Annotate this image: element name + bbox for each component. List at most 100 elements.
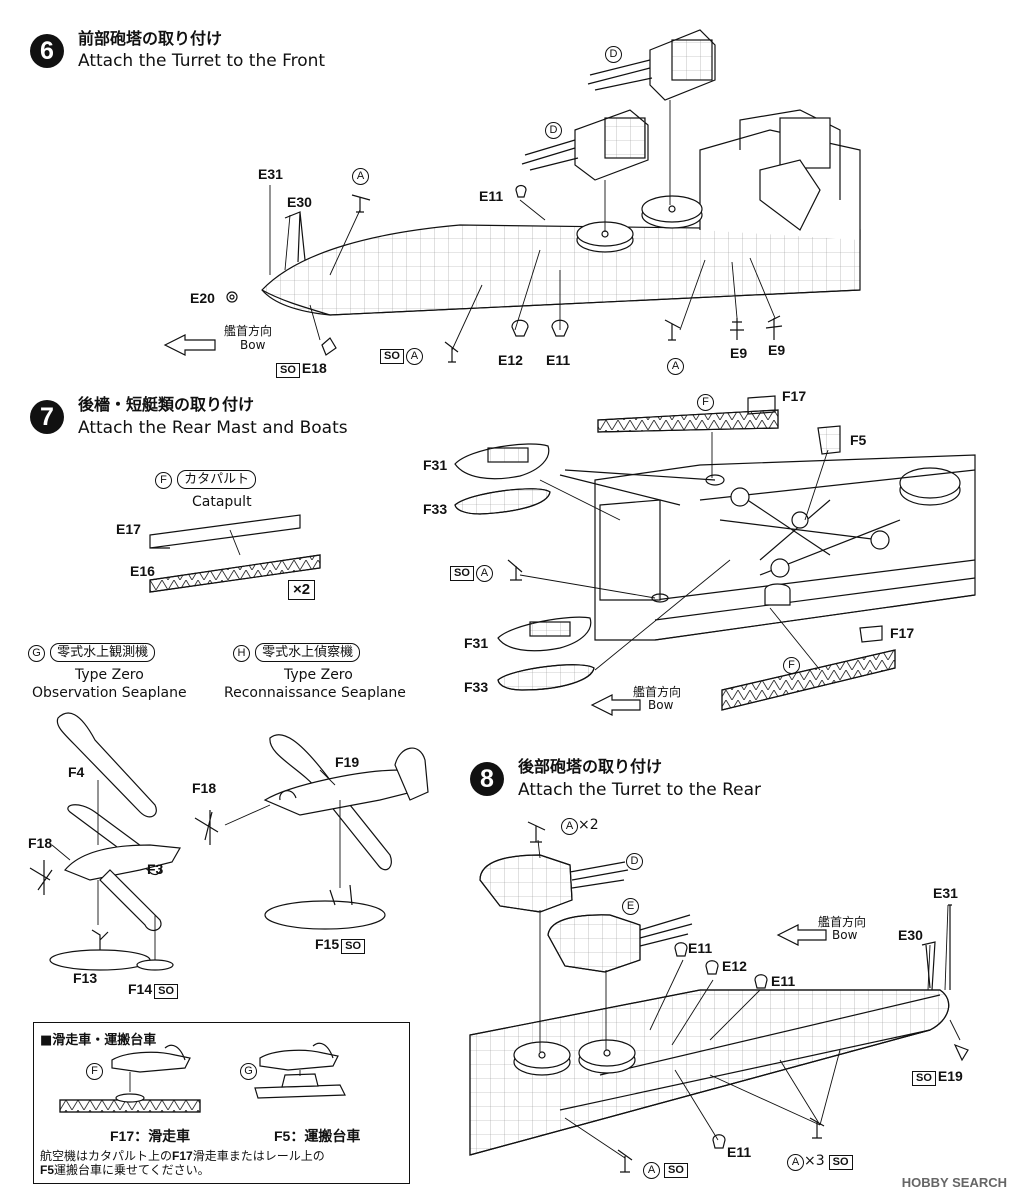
part-label-e11-top: E11 bbox=[479, 188, 504, 204]
step7-catapult-upper bbox=[597, 409, 779, 433]
part-label-f3: F3 bbox=[147, 861, 164, 877]
part-ref-a-e20: A bbox=[352, 166, 369, 185]
part-label-f33-bottom: F33 bbox=[464, 679, 489, 695]
catapult-en: Catapult bbox=[192, 494, 252, 510]
part-label-e11-step8-a: E11 bbox=[688, 940, 713, 956]
part-label-f13: F13 bbox=[73, 970, 98, 986]
note-ref-g: G bbox=[240, 1061, 257, 1080]
quantity-x2: ×2 bbox=[288, 580, 316, 600]
step6-turret-lower bbox=[521, 109, 649, 181]
part-label-e11-step8-c: E11 bbox=[727, 1144, 752, 1160]
part-label-f18-h: F18 bbox=[192, 780, 217, 796]
part-label-e12-step8: E12 bbox=[722, 958, 747, 974]
step8-title-en: Attach the Turret to the Rear bbox=[518, 780, 762, 800]
step6-bow-en: Bow bbox=[240, 338, 266, 352]
step6-barbettes bbox=[576, 195, 703, 253]
step7-leader-lines bbox=[229, 432, 829, 671]
step7-small-parts bbox=[507, 395, 883, 643]
part-ref-d-lower: D bbox=[545, 120, 562, 139]
part-label-e31-step8: E31 bbox=[933, 885, 958, 901]
step7-catapult-parts bbox=[149, 514, 321, 593]
part-label-e9-b: E9 bbox=[768, 342, 786, 358]
part-label-e17: E17 bbox=[116, 521, 141, 537]
step8-stern-hull bbox=[469, 989, 950, 1156]
part-label-f17-bottom: F17 bbox=[890, 625, 915, 641]
part-ref-e-step8: E bbox=[622, 896, 639, 915]
part-label-f33-top: F33 bbox=[423, 501, 448, 517]
step6-turret-upper bbox=[587, 29, 716, 101]
part-label-e12: E12 bbox=[498, 352, 523, 368]
part-label-e30-step8: E30 bbox=[898, 927, 923, 943]
step8-turret-d bbox=[479, 854, 629, 913]
step6-bow-hull bbox=[261, 109, 861, 316]
note-ref-f: F bbox=[86, 1061, 103, 1080]
step8-leader-lines bbox=[537, 839, 961, 1159]
step8-turret-e bbox=[547, 914, 693, 973]
part-label-f31-top: F31 bbox=[423, 457, 448, 473]
step7-catapult-lower bbox=[721, 649, 896, 711]
step-number-8: 8 bbox=[470, 762, 504, 796]
part-label-e11: E11 bbox=[546, 352, 571, 368]
part-label-f5: F5 bbox=[850, 432, 867, 448]
part-label-f31-bottom: F31 bbox=[464, 635, 489, 651]
step7-title-en: Attach the Rear Mast and Boats bbox=[78, 418, 348, 438]
step8-bow-jp: 艦首方向 bbox=[818, 915, 867, 929]
seaplane-g-en1: Type Zero bbox=[75, 667, 144, 683]
step7-ship-midsection bbox=[559, 454, 976, 641]
so-mark: SO bbox=[276, 363, 300, 378]
part-label-e31: E31 bbox=[258, 166, 283, 182]
step-number-6: 6 bbox=[30, 34, 64, 68]
note-f5-caption: F5：運搬台車 bbox=[274, 1128, 361, 1145]
part-label-e16: E16 bbox=[130, 563, 155, 579]
step8-bow-en: Bow bbox=[832, 928, 858, 942]
part-label-f18-g: F18 bbox=[28, 835, 53, 851]
seaplane-h-en2: Reconnaissance Seaplane bbox=[224, 685, 406, 701]
part-label-e30: E30 bbox=[287, 194, 312, 210]
note-f17-caption: F17：滑走車 bbox=[110, 1128, 191, 1145]
step8-barbettes bbox=[513, 1039, 636, 1076]
part-ref-a-x2: A×2 bbox=[561, 816, 599, 835]
watermark: HOBBY SEARCH bbox=[901, 1175, 1007, 1190]
step8-title-jp: 後部砲塔の取り付け bbox=[518, 757, 663, 776]
seaplane-h-en1: Type Zero bbox=[284, 667, 353, 683]
part-label-e9-a: E9 bbox=[730, 345, 748, 361]
catapult-callout: F カタパルト bbox=[155, 470, 257, 489]
step7-boats bbox=[454, 443, 595, 691]
step7-title-jp: 後檣・短艇類の取り付け bbox=[78, 395, 255, 414]
step6-bow-jp: 艦首方向 bbox=[224, 324, 273, 338]
step7-bow-arrow bbox=[590, 694, 641, 716]
note-box: ■滑走車・運搬台車 F G F17：滑走車 F5：運搬台車 航空機はカタパルト上… bbox=[33, 1022, 410, 1184]
part-ref-d-step8: D bbox=[626, 851, 643, 870]
step-number-7: 7 bbox=[30, 400, 64, 434]
part-ref-f-upper: F bbox=[697, 392, 714, 411]
step6-title-jp: 前部砲塔の取り付け bbox=[78, 29, 223, 48]
part-label-f19: F19 bbox=[335, 754, 360, 770]
part-label-e11-step8-b: E11 bbox=[771, 973, 796, 989]
step8-bow-arrow bbox=[776, 924, 827, 946]
step8-small-parts bbox=[527, 821, 969, 1173]
note-title: ■滑走車・運搬台車 bbox=[40, 1033, 157, 1048]
part-label-f17-top: F17 bbox=[782, 388, 807, 404]
note-body: 航空機はカタパルト上のF17滑走車またはレール上の F5運搬台車に乗せてください… bbox=[40, 1149, 325, 1177]
step6-small-parts bbox=[226, 184, 783, 363]
part-label-f4: F4 bbox=[68, 764, 85, 780]
seaplane-h-callout: H 零式水上偵察機 bbox=[233, 643, 361, 662]
part-ref-f-lower: F bbox=[783, 655, 800, 674]
step6-bow-arrow bbox=[163, 334, 216, 356]
note-box-art bbox=[59, 1042, 346, 1113]
seaplane-h-drawing bbox=[194, 734, 429, 930]
part-label-e20: E20 bbox=[190, 290, 215, 306]
seaplane-g-drawing bbox=[29, 712, 181, 971]
step6-title-en: Attach the Turret to the Front bbox=[78, 51, 326, 71]
part-ref-d-upper: D bbox=[605, 44, 622, 63]
seaplane-g-callout: G 零式水上観測機 bbox=[28, 643, 156, 662]
step7-bow-jp: 艦首方向 bbox=[633, 685, 682, 699]
